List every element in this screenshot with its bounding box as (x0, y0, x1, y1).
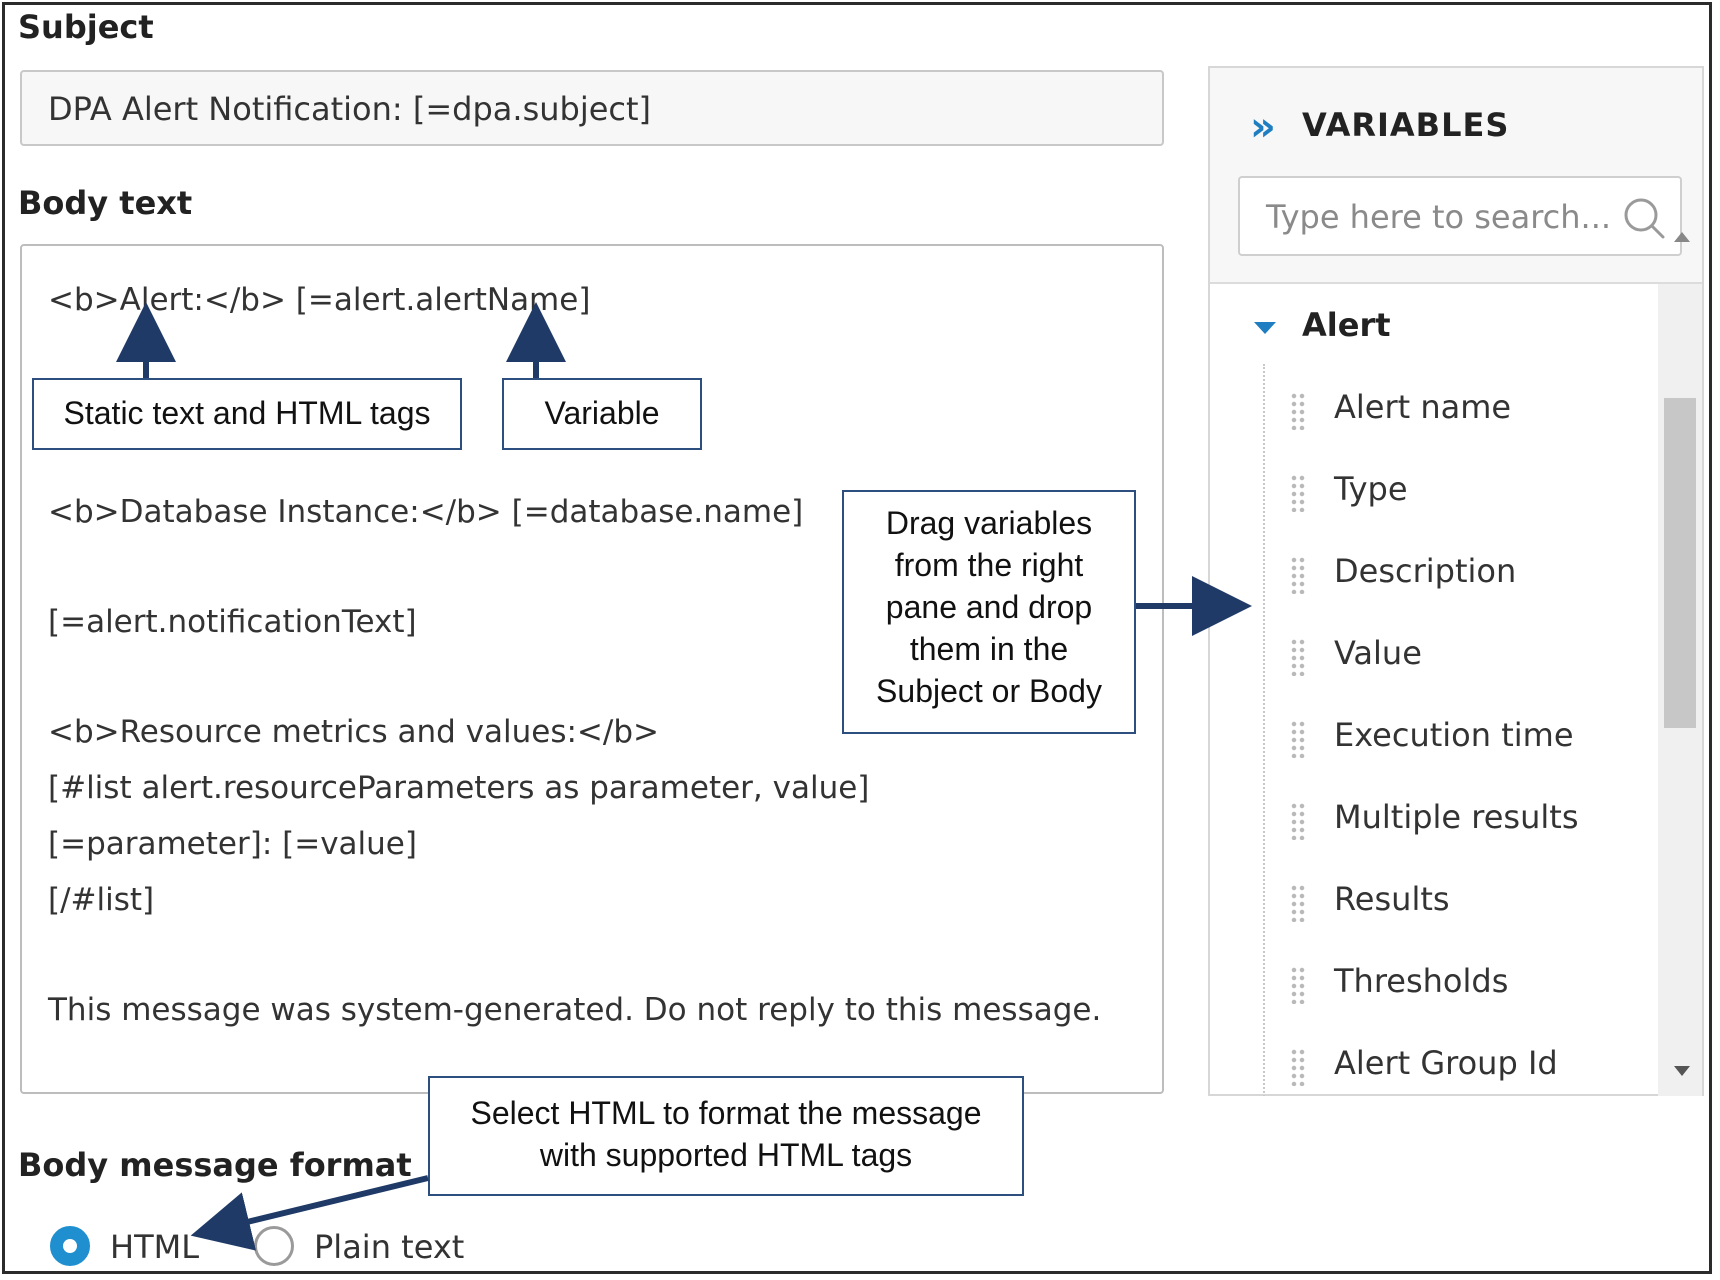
callout-drag-line: Drag variables (885, 505, 1093, 541)
variables-title: VARIABLES (1302, 106, 1510, 144)
variables-scrollbar[interactable] (1658, 284, 1702, 1096)
callout-select-line: with supported HTML tags (539, 1137, 913, 1173)
body-line-database: <b>Database Instance:</b> [=database.nam… (48, 494, 804, 530)
variable-item-label: Value (1334, 634, 1422, 672)
variable-item[interactable]: Alert name (1290, 380, 1620, 440)
body-line-notification: [=alert.notificationText] (48, 604, 417, 640)
callout-drag-variables: Drag variables from the right pane and d… (842, 490, 1136, 734)
variables-pane: » VARIABLES Type here to search... Alert… (1208, 66, 1704, 1096)
drag-handle-icon[interactable] (1290, 884, 1306, 922)
variable-item-label: Alert name (1334, 388, 1512, 426)
variable-item-label: Type (1334, 470, 1408, 508)
body-line-resource-heading: <b>Resource metrics and values:</b> (48, 714, 659, 750)
body-line-list-start: [#list alert.resourceParameters as param… (48, 770, 870, 806)
radio-html[interactable] (50, 1226, 90, 1266)
body-line-list-end: [/#list] (48, 882, 155, 918)
drag-handle-icon[interactable] (1290, 638, 1306, 676)
variable-item-label: Description (1334, 552, 1517, 590)
callout-select-line: Select HTML to format the message (470, 1095, 982, 1131)
tree-guide-line (1263, 364, 1265, 1096)
variable-item[interactable]: Thresholds (1290, 954, 1620, 1014)
radio-plain-text-label[interactable]: Plain text (314, 1228, 465, 1266)
variable-item[interactable]: Value (1290, 626, 1620, 686)
scroll-down-icon[interactable] (1674, 1066, 1690, 1076)
variable-item-label: Results (1334, 880, 1450, 918)
variable-item-label: Alert Group Id (1334, 1044, 1558, 1082)
tree-group-alert[interactable]: Alert (1302, 306, 1391, 344)
body-format-label: Body message format (18, 1146, 412, 1184)
callout-select-html: Select HTML to format the message with s… (428, 1076, 1024, 1196)
subject-input[interactable]: DPA Alert Notification: [=dpa.subject] (20, 70, 1164, 146)
variables-pane-header: » VARIABLES Type here to search... (1210, 68, 1702, 284)
callout-drag-line: Subject or Body (876, 673, 1102, 709)
radio-plain-text[interactable] (254, 1226, 294, 1266)
drag-handle-icon[interactable] (1290, 1048, 1306, 1086)
variables-search-input[interactable]: Type here to search... (1238, 176, 1682, 256)
body-text-label: Body text (18, 184, 193, 222)
callout-variable: Variable (502, 378, 702, 450)
drag-handle-icon[interactable] (1290, 966, 1306, 1004)
double-chevron-right-icon[interactable]: » (1250, 104, 1276, 150)
subject-label: Subject (18, 8, 154, 46)
callout-drag-line: from the right (894, 547, 1084, 583)
variable-item-label: Multiple results (1334, 798, 1579, 836)
variable-item-label: Execution time (1334, 716, 1574, 754)
variable-item[interactable]: Multiple results (1290, 790, 1620, 850)
variable-item[interactable]: Execution time (1290, 708, 1620, 768)
search-icon[interactable] (1622, 196, 1666, 240)
search-placeholder: Type here to search... (1266, 198, 1612, 236)
callout-drag-line: pane and drop (885, 589, 1093, 625)
variable-item-label: Thresholds (1334, 962, 1509, 1000)
variable-item[interactable]: Description (1290, 544, 1620, 604)
body-line-parameter: [=parameter]: [=value] (48, 826, 417, 862)
drag-handle-icon[interactable] (1290, 392, 1306, 430)
variable-item[interactable]: Type (1290, 462, 1620, 522)
drag-handle-icon[interactable] (1290, 802, 1306, 840)
drag-handle-icon[interactable] (1290, 474, 1306, 512)
body-line-alert: <b>Alert:</b> [=alert.alertName] (48, 282, 591, 318)
scroll-up-icon[interactable] (1674, 232, 1690, 242)
body-line-footer: This message was system-generated. Do no… (48, 992, 1102, 1028)
radio-html-label[interactable]: HTML (110, 1228, 200, 1266)
variables-scrollbar-thumb[interactable] (1664, 398, 1696, 728)
variable-item[interactable]: Results (1290, 872, 1620, 932)
variable-item[interactable]: Alert Group Id (1290, 1036, 1620, 1096)
caret-down-icon[interactable] (1254, 322, 1276, 334)
callout-drag-line: them in the (909, 631, 1069, 667)
drag-handle-icon[interactable] (1290, 556, 1306, 594)
drag-handle-icon[interactable] (1290, 720, 1306, 758)
variables-tree: Alert Alert name Type Description Value … (1210, 284, 1702, 1096)
callout-static-text: Static text and HTML tags (32, 378, 462, 450)
